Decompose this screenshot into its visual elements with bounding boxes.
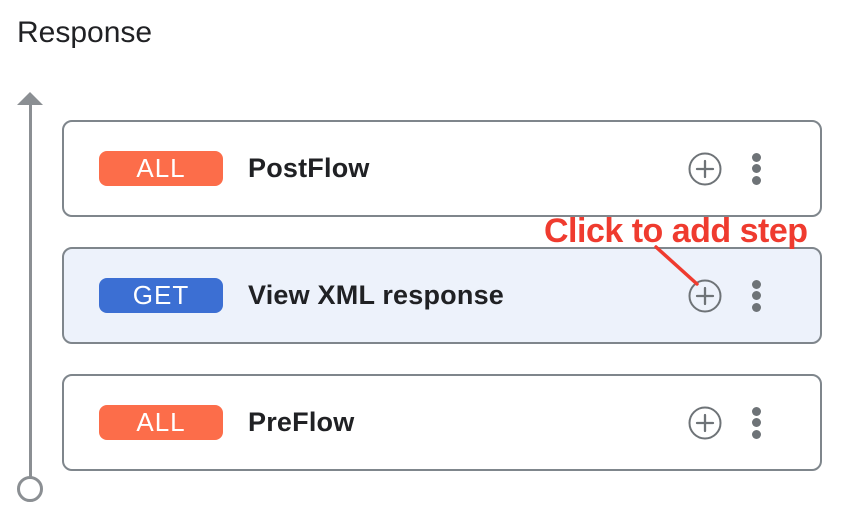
add-step-button[interactable] [688,406,722,440]
add-step-button[interactable] [688,152,722,186]
annotation-click-to-add-step: Click to add step [544,212,808,250]
kebab-menu-icon [751,406,761,416]
more-options-button[interactable] [750,274,762,318]
kebab-menu-icon [751,279,761,289]
add-step-button[interactable] [688,279,722,313]
method-badge: ALL [99,405,223,440]
more-options-button[interactable] [750,401,762,445]
flow-card-preflow[interactable]: ALL PreFlow [62,374,822,471]
flow-card-label: View XML response [248,280,504,310]
flow-card-view-xml-response[interactable]: GET View XML response [62,247,822,344]
plus-circle-icon [688,279,722,312]
method-badge: GET [99,278,223,313]
panel-title: Response [17,16,153,49]
method-badge: ALL [99,151,223,186]
plus-circle-icon [688,152,722,185]
flow-card-label: PostFlow [248,153,370,183]
flow-card-list: ALL PostFlow GET View XML response [62,120,822,471]
more-options-button[interactable] [750,147,762,191]
plus-circle-icon [688,406,722,439]
kebab-menu-icon [751,152,761,162]
circle-outline-icon [17,476,43,502]
flow-card-label: PreFlow [248,407,355,437]
flow-card-postflow[interactable]: ALL PostFlow [62,120,822,217]
flow-rail-line [29,104,32,477]
arrow-up-icon [17,92,43,105]
